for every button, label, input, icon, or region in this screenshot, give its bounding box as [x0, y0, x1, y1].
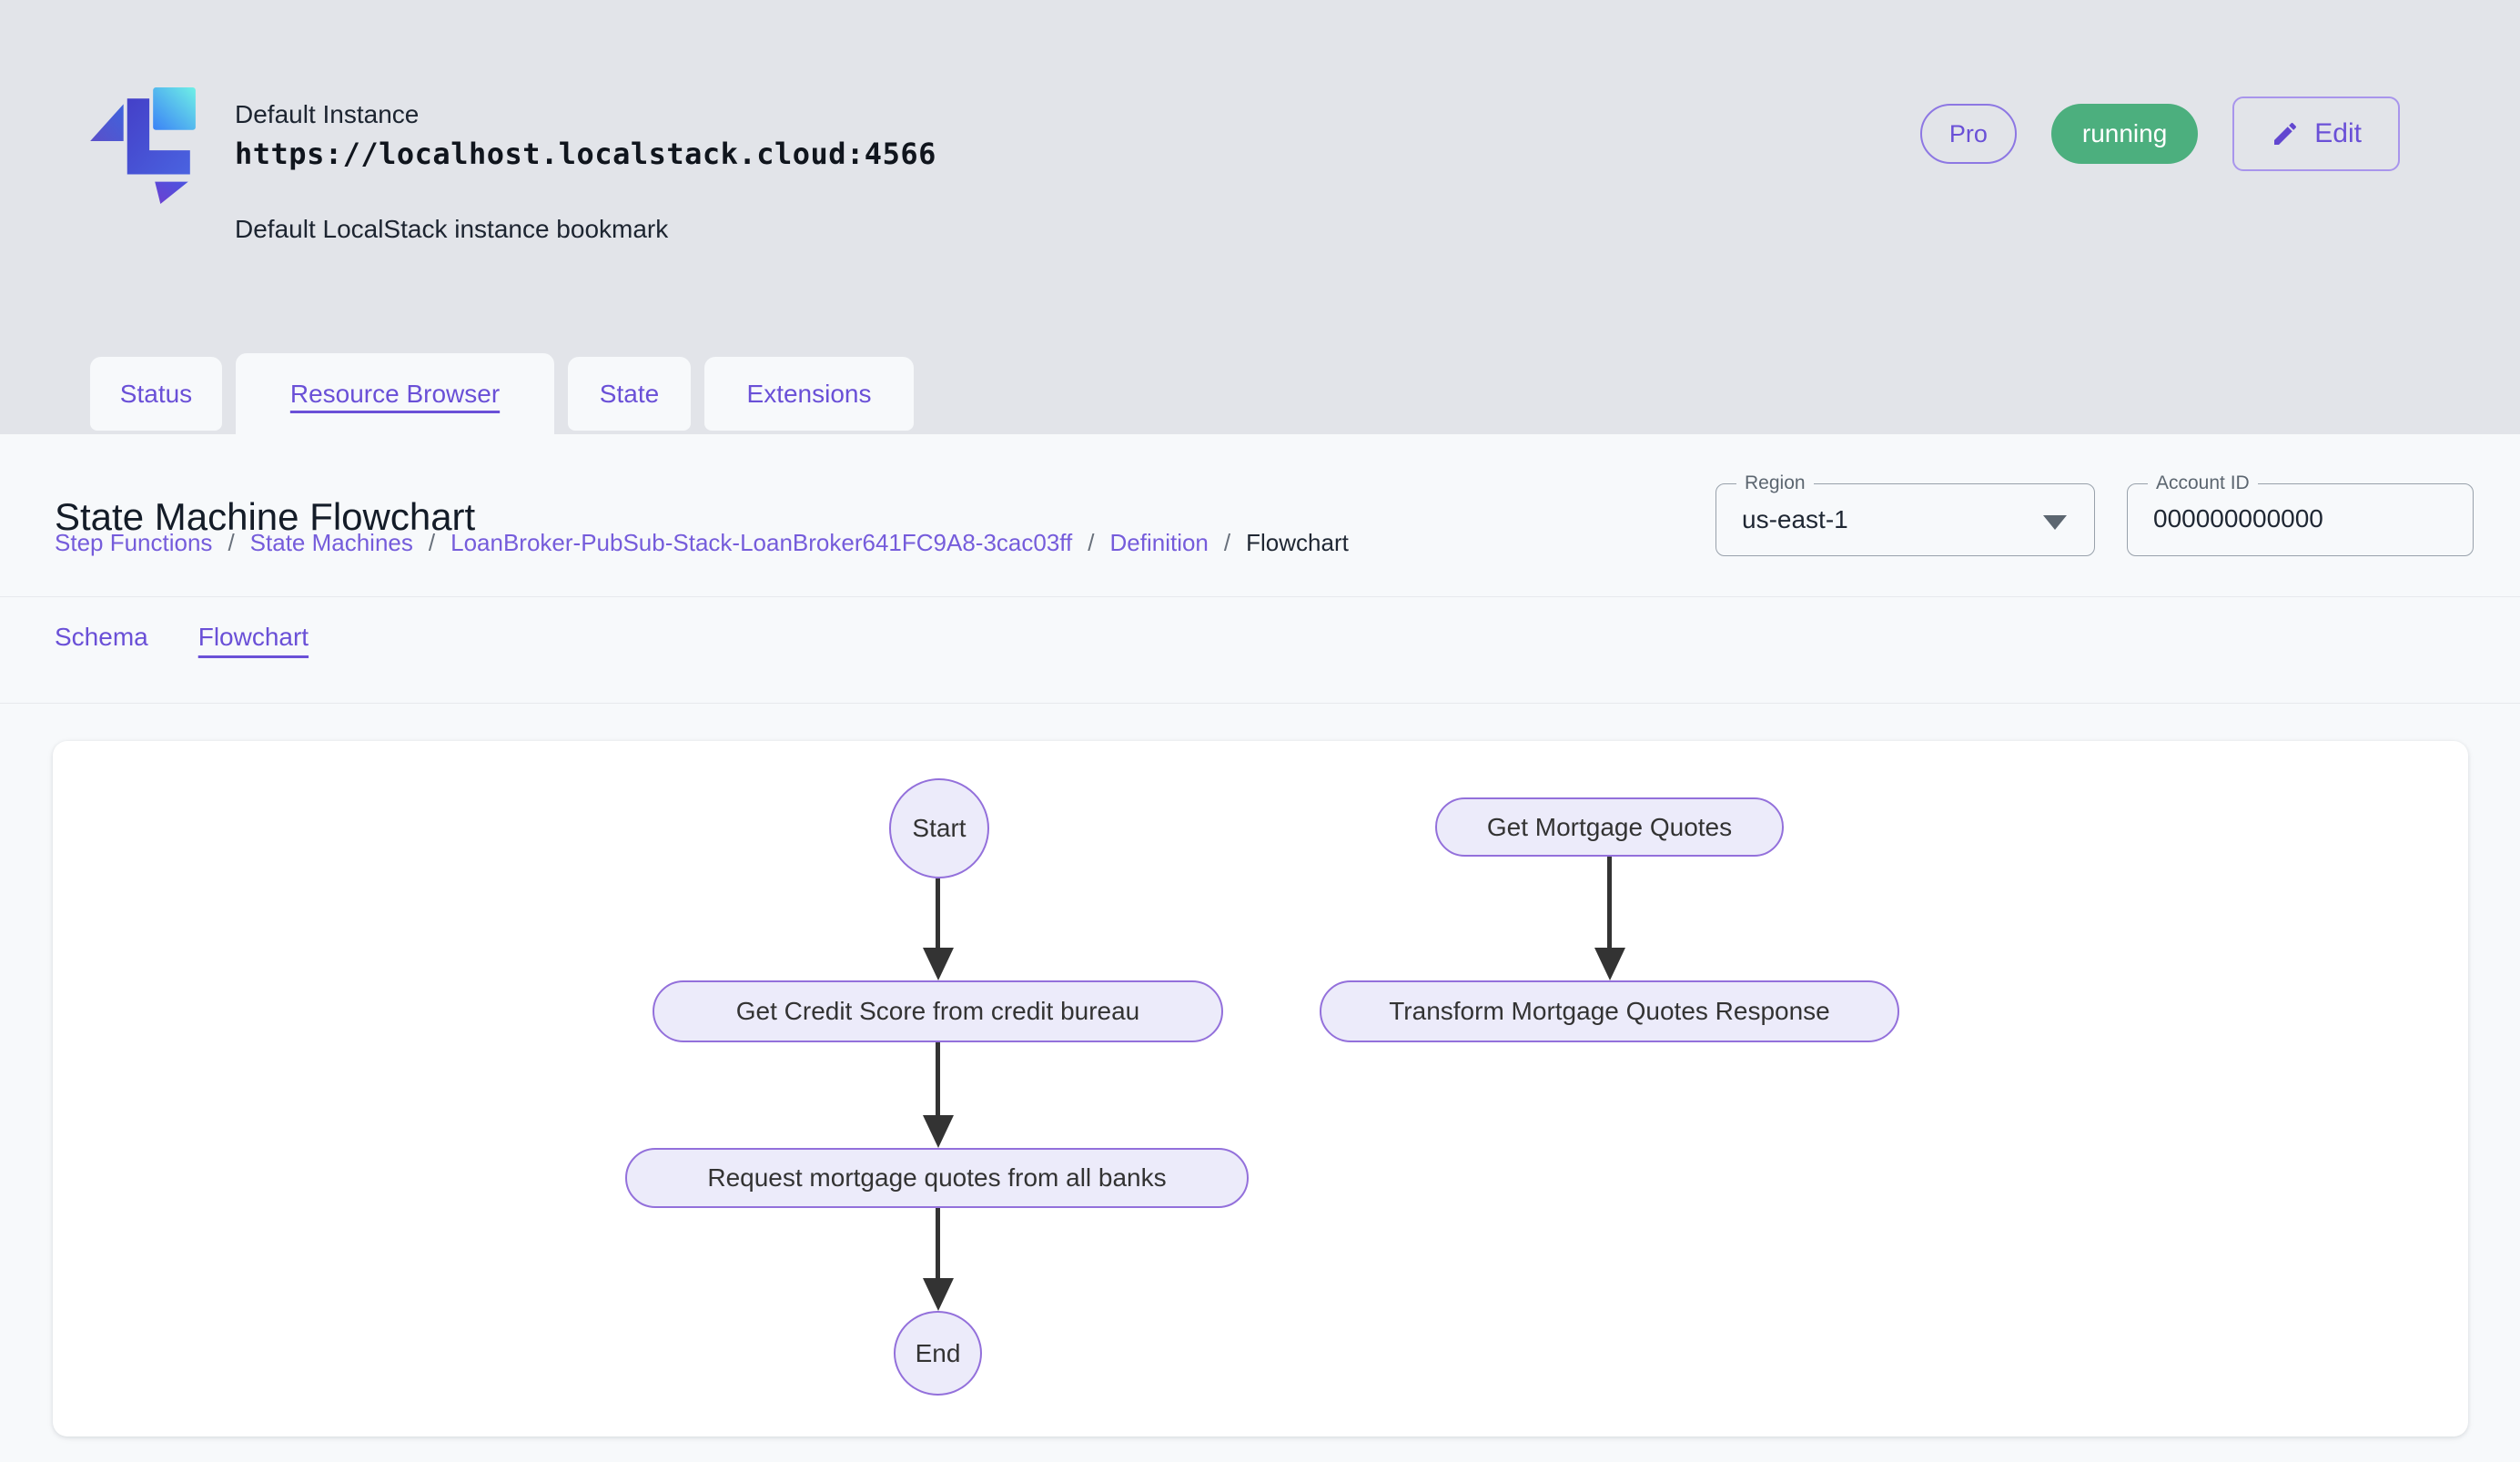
edit-button-label: Edit	[2314, 118, 2362, 148]
subtab-flowchart[interactable]: Flowchart	[197, 623, 309, 651]
breadcrumb-separator: /	[428, 529, 436, 556]
page-title: State Machine Flowchart	[55, 495, 476, 539]
flowchart-node-get-credit-score: Get Credit Score from credit bureau	[653, 980, 1223, 1042]
flowchart-node-transform-response-label: Transform Mortgage Quotes Response	[1389, 997, 1830, 1025]
edge-request-quotes-to-end	[936, 1208, 940, 1280]
arrowhead-icon	[923, 1278, 954, 1311]
flowchart-canvas: Start Get Credit Score from credit burea…	[53, 741, 2468, 1437]
flowchart-node-request-quotes: Request mortgage quotes from all banks	[625, 1148, 1249, 1208]
arrowhead-icon	[1594, 948, 1625, 980]
breadcrumb: Step Functions / State Machines / LoanBr…	[55, 529, 1349, 557]
definition-subtabs: Schema Flowchart	[55, 623, 309, 663]
tab-status-label: Status	[119, 379, 193, 408]
flowchart-node-get-mortgage-quotes-label: Get Mortgage Quotes	[1486, 812, 1733, 841]
edge-get-mortgage-quotes-to-transform	[1607, 857, 1612, 949]
account-id-field: Account ID	[2127, 472, 2474, 556]
flowchart-node-get-mortgage-quotes: Get Mortgage Quotes	[1435, 797, 1784, 857]
edit-button[interactable]: Edit	[2232, 96, 2400, 171]
region-select-label: Region	[1736, 472, 1814, 494]
localstack-logo-icon	[90, 87, 196, 204]
flowchart-node-get-credit-score-label: Get Credit Score from credit bureau	[735, 997, 1140, 1025]
tab-state[interactable]: State	[568, 357, 691, 431]
tab-status[interactable]: Status	[90, 357, 222, 431]
resource-browser-panel: State Machine Flowchart Step Functions /…	[0, 434, 2520, 1462]
pro-badge-label: Pro	[1948, 119, 1988, 147]
breadcrumb-state-machine-name[interactable]: LoanBroker-PubSub-Stack-LoanBroker641FC9…	[450, 529, 1073, 556]
flowchart-node-start-label: Start	[912, 814, 967, 842]
breadcrumb-state-machines[interactable]: State Machines	[249, 529, 413, 556]
chevron-down-icon	[2043, 515, 2067, 530]
tab-state-label: State	[599, 379, 660, 408]
status-badge: running	[2050, 104, 2199, 164]
region-select[interactable]: Region us-east-1	[1715, 472, 2095, 556]
instance-info: Default Instance https://localhost.local…	[235, 96, 936, 248]
flowchart-node-end-label: End	[915, 1338, 961, 1367]
tab-resource-browser[interactable]: Resource Browser	[236, 353, 554, 434]
main-tab-bar: Status Resource Browser State Extensions	[90, 353, 914, 434]
region-select-value: us-east-1	[1742, 505, 1848, 533]
breadcrumb-step-functions[interactable]: Step Functions	[55, 529, 213, 556]
instance-description: Default LocalStack instance bookmark	[235, 215, 669, 243]
arrowhead-icon	[923, 948, 954, 980]
subtab-schema[interactable]: Schema	[55, 623, 148, 651]
edge-start-to-credit-score	[936, 878, 940, 949]
account-id-input[interactable]	[2153, 484, 2444, 553]
flowchart-node-request-quotes-label: Request mortgage quotes from all banks	[707, 1163, 1167, 1192]
flowchart-node-end: End	[894, 1311, 982, 1396]
section-divider	[0, 703, 2520, 704]
breadcrumb-separator: /	[228, 529, 235, 556]
breadcrumb-separator: /	[1088, 529, 1095, 556]
breadcrumb-separator: /	[1223, 529, 1231, 556]
pencil-icon	[2274, 122, 2297, 145]
tab-extensions[interactable]: Extensions	[704, 357, 914, 431]
breadcrumb-flowchart: Flowchart	[1246, 529, 1349, 556]
tab-resource-browser-label: Resource Browser	[289, 379, 501, 408]
instance-header: Default Instance https://localhost.local…	[0, 0, 2520, 434]
instance-endpoint-url: https://localhost.localstack.cloud:4566	[235, 137, 936, 171]
arrowhead-icon	[923, 1115, 954, 1148]
instance-name: Default Instance	[235, 100, 420, 128]
flowchart-node-start: Start	[889, 778, 989, 878]
tab-extensions-label: Extensions	[746, 379, 872, 408]
section-divider	[0, 596, 2520, 597]
edge-credit-score-to-request-quotes	[936, 1042, 940, 1117]
flowchart-node-transform-response: Transform Mortgage Quotes Response	[1320, 980, 1899, 1042]
breadcrumb-definition[interactable]: Definition	[1109, 529, 1209, 556]
status-badge-label: running	[2081, 119, 2168, 147]
instance-badges: Pro running Edit	[1919, 95, 2400, 173]
pro-badge: Pro	[1919, 104, 2017, 164]
